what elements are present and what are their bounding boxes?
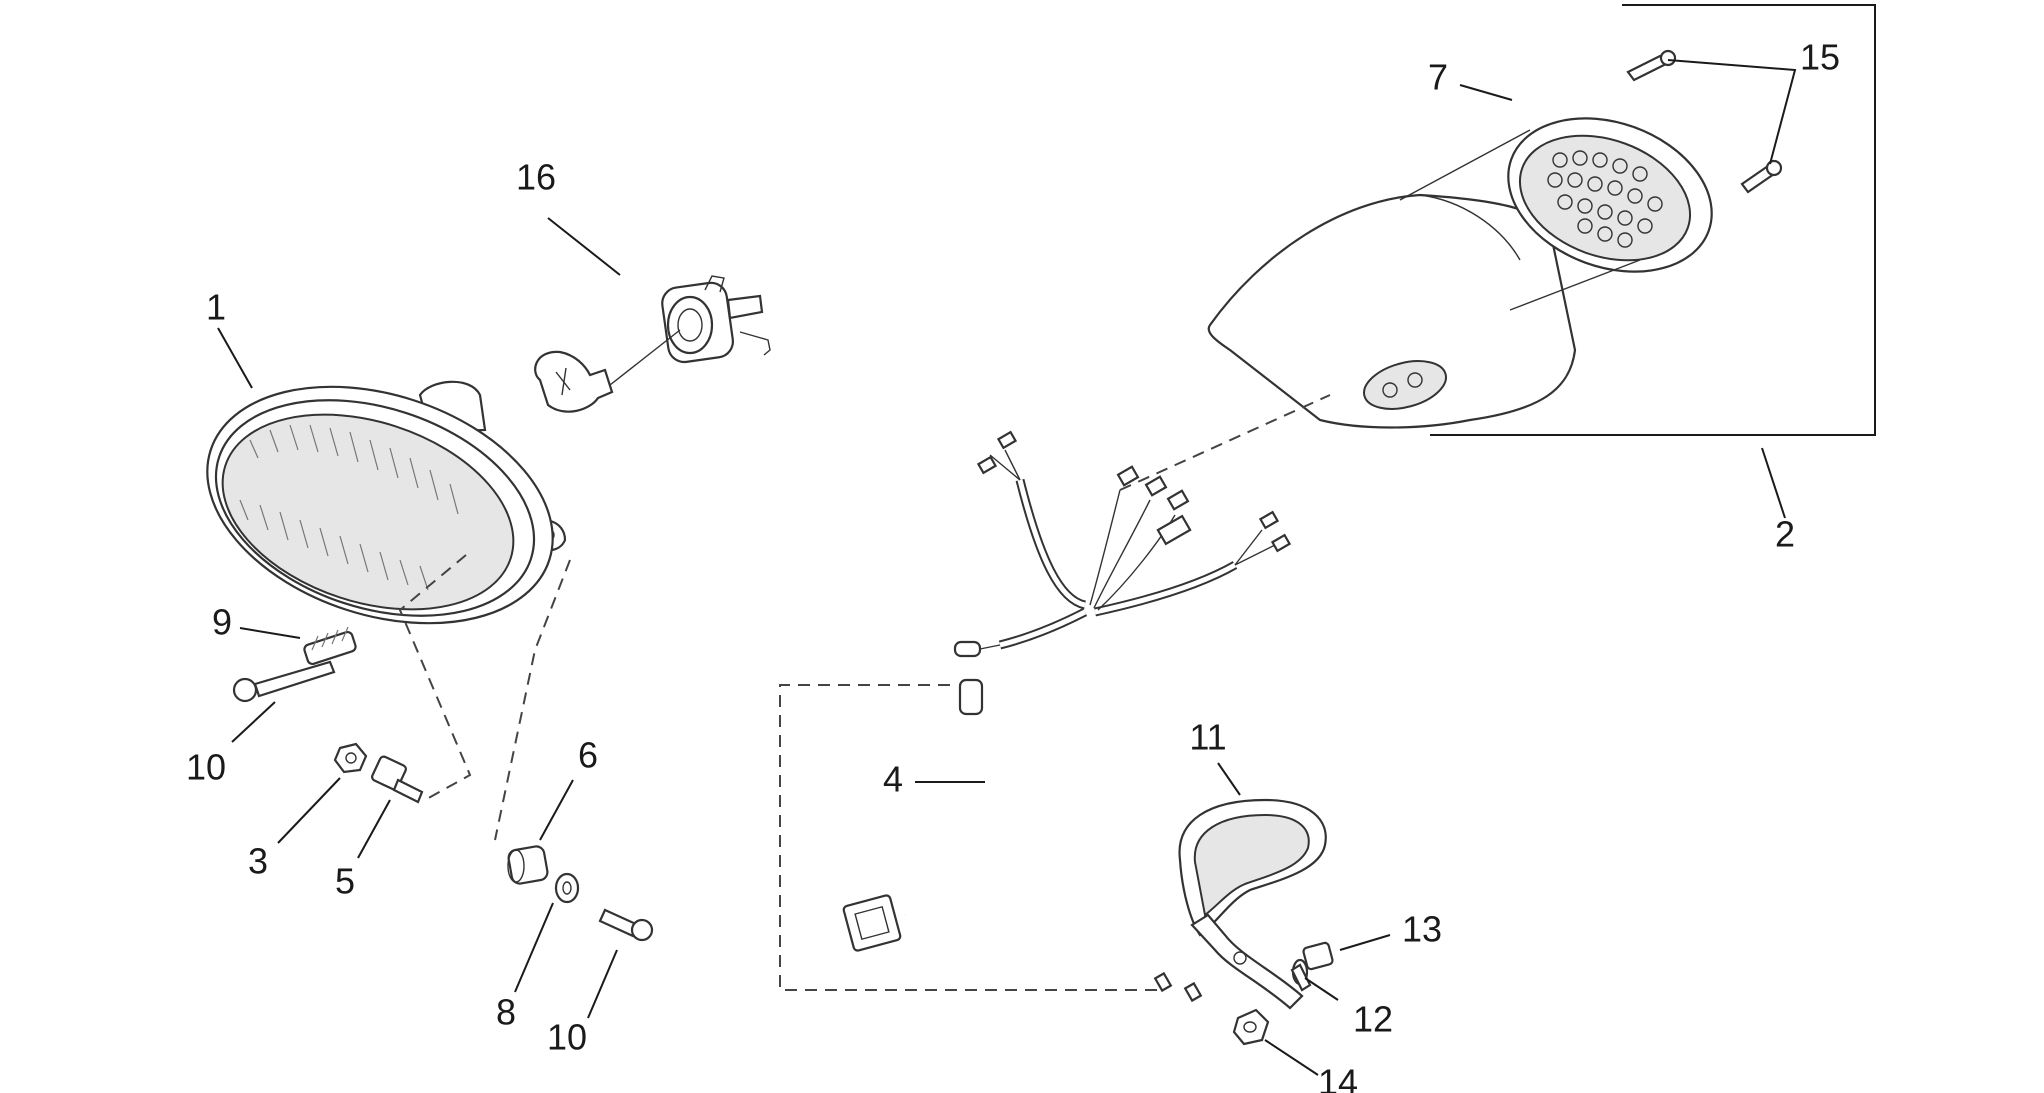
headlamp-part-1	[206, 380, 567, 625]
callout-12: 12	[1353, 999, 1393, 1040]
callout-16: 16	[516, 157, 556, 198]
plate-light-part-11	[1178, 798, 1327, 1010]
callout-8: 8	[496, 992, 516, 1033]
screws-small-plate	[1153, 971, 1203, 1003]
bulb-part	[534, 350, 614, 413]
callout-1: 1	[206, 287, 226, 328]
callout-6: 6	[578, 735, 598, 776]
callout-7: 7	[1428, 57, 1448, 98]
callout-10-upper: 10	[186, 747, 226, 788]
callout-14: 14	[1318, 1062, 1358, 1093]
callout-10-lower: 10	[547, 1017, 587, 1058]
callout-5: 5	[335, 861, 355, 902]
callout-9: 9	[212, 602, 232, 643]
nut-part-3	[333, 742, 368, 774]
screw-part-10-lower	[598, 908, 654, 942]
washer-part-8	[554, 872, 580, 904]
tail-light-housing	[1207, 193, 1577, 429]
callout-15: 15	[1800, 37, 1840, 78]
stud-part-5	[371, 755, 424, 804]
callout-labels: 1 2 3 4 5 6 7 8 9 10 10 11 12 13 14 15 1…	[186, 37, 1840, 1093]
callout-2: 2	[1775, 514, 1795, 555]
screw-part-10-upper	[232, 660, 336, 703]
leader-lines	[217, 59, 1797, 1076]
screw-part-13	[1290, 941, 1334, 992]
dashed-connection-lines	[398, 129, 1641, 991]
screw-part-15-lower	[1740, 159, 1783, 194]
callout-4: 4	[883, 759, 903, 800]
screw-part-15-upper	[1626, 49, 1677, 82]
spring-part-9	[303, 626, 357, 666]
bulb-socket-part-16	[661, 275, 771, 364]
tail-light-lens-part-7	[1507, 117, 1713, 273]
callout-13: 13	[1402, 909, 1442, 950]
callout-11: 11	[1189, 717, 1226, 758]
spacer-part-6	[507, 845, 549, 885]
assembly-bracket-part-2	[1430, 4, 1876, 436]
nut-part-14	[1232, 1008, 1270, 1046]
wiring-harness-part-4	[842, 430, 1292, 952]
callout-3: 3	[248, 841, 268, 882]
